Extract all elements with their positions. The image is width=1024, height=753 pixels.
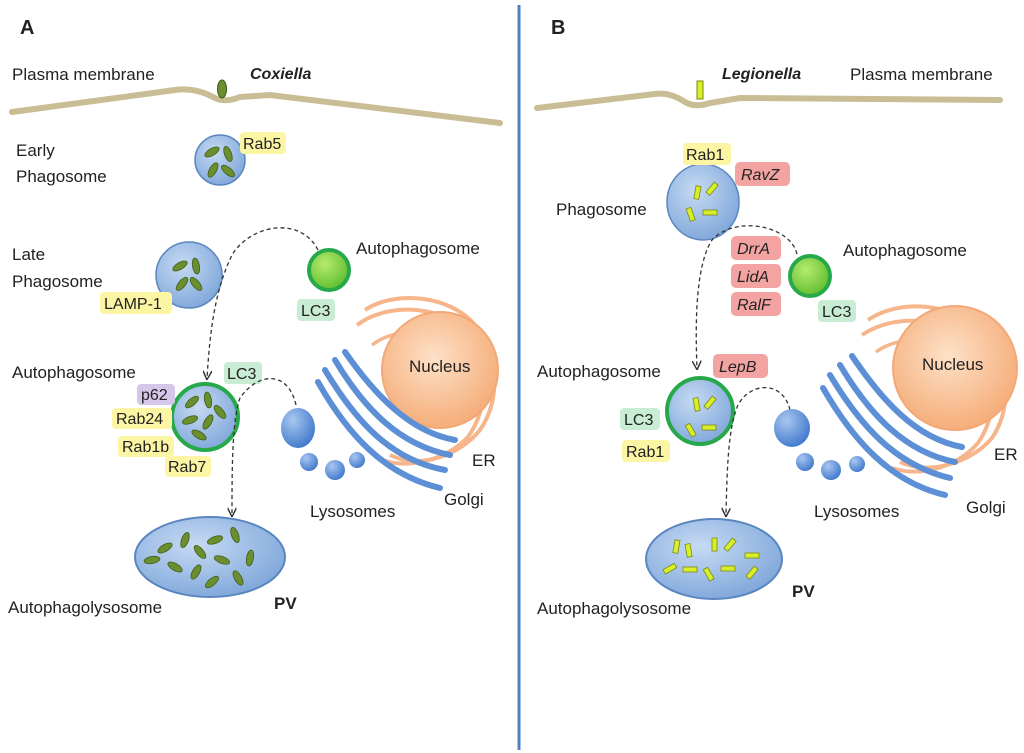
panel-b-rab1-tag <box>622 440 670 462</box>
panel-a-free-autophagosome <box>307 248 351 292</box>
panel-a-golgi <box>315 349 458 491</box>
panel-a-pv-label: PV <box>274 594 297 613</box>
panel-b-nucleus-er <box>860 304 1018 474</box>
panel-a-lamp1-label: LAMP-1 <box>104 296 162 313</box>
panel-a-rab24-label: Rab24 <box>116 411 163 428</box>
panel-b-golgi-label: Golgi <box>966 498 1006 517</box>
panel-a-rab5-tag <box>240 132 286 154</box>
panel-a-late-label-2: Phagosome <box>12 272 103 291</box>
panel-a-rab24-tag <box>112 408 172 429</box>
panel-b-lc3-label: LC3 <box>624 412 653 429</box>
panel-a-entering-coxiella <box>217 79 227 99</box>
panel-a-lamp1-tag <box>100 292 172 314</box>
panel-b-autophagosome-bacteria <box>684 395 717 438</box>
panel-b-pv <box>645 518 783 600</box>
panel-b-lc3-free-label: LC3 <box>822 304 851 321</box>
panel-a: A Plasma membrane Coxiella Early Phagoso… <box>8 17 503 617</box>
panel-a-plasma-membrane-label: Plasma membrane <box>12 65 155 84</box>
panel-b-autophagosome-free-label: Autophagosome <box>843 241 967 260</box>
panel-a-golgi-label: Golgi <box>444 490 484 509</box>
panel-b-phagosome-bacteria <box>685 181 719 222</box>
panel-b-phagosome-label: Phagosome <box>556 200 647 219</box>
panel-a-lc3-label: LC3 <box>227 366 256 383</box>
panel-b-pv-bacteria <box>662 537 760 582</box>
panel-b-drra-label: DrrA <box>737 241 770 258</box>
panel-b-lysosomes <box>774 409 865 480</box>
panel-b-lepb-label: LepB <box>719 359 757 376</box>
panel-b-lida-label: LidA <box>737 269 769 286</box>
panel-a-early-label-1: Early <box>16 141 55 160</box>
panel-a-early-phagosome <box>194 134 246 186</box>
panel-a-lysosomes <box>281 408 365 480</box>
panel-b-golgi <box>820 353 965 498</box>
panel-b-ralf-label: RalF <box>737 297 772 314</box>
panel-a-rab7-tag <box>165 456 211 477</box>
panel-a-fusion-arrow <box>207 227 319 378</box>
panel-b: B Legionella Plasma membrane Phagosome R… <box>534 17 1018 618</box>
panel-a-lysosomes-label: Lysosomes <box>310 502 395 521</box>
panel-b-er-label: ER <box>994 445 1018 464</box>
panel-a-pv-bacteria <box>143 526 255 589</box>
panel-a-late-label-1: Late <box>12 245 45 264</box>
panel-b-ravz-label: RavZ <box>741 167 780 184</box>
panel-a-letter: A <box>20 17 34 39</box>
panel-a-autophagolysosome-label: Autophagolysosome <box>8 598 162 617</box>
panel-b-ravz-tag <box>735 162 790 186</box>
panel-a-late-phagosome <box>155 241 223 309</box>
panel-a-bacterium-label: Coxiella <box>250 66 311 83</box>
panel-a-nucleus-er <box>355 296 499 466</box>
panel-a-p62-tag <box>137 384 175 405</box>
panel-a-early-bacteria <box>204 145 235 178</box>
panel-a-early-label-2: Phagosome <box>16 167 107 186</box>
panel-b-drra-tag <box>731 236 781 260</box>
panel-b-lysosome-arrow <box>726 386 791 515</box>
panel-a-rab1b-tag <box>118 436 174 457</box>
panel-a-rab7-label: Rab7 <box>168 459 206 476</box>
panel-a-rab1b-label: Rab1b <box>122 439 169 456</box>
panel-a-lc3-tag <box>224 362 262 384</box>
panel-a-plasma-membrane <box>9 86 503 126</box>
panel-a-nucleus-label: Nucleus <box>409 357 470 376</box>
panel-b-entering-legionella <box>696 80 704 100</box>
panel-b-lida-tag <box>731 264 781 288</box>
panel-b-autophagolysosome-label: Autophagolysosome <box>537 599 691 618</box>
panel-b-plasma-membrane <box>534 90 1003 111</box>
panel-b-letter: B <box>551 17 565 39</box>
panel-b-nucleus-label: Nucleus <box>922 355 983 374</box>
panel-a-autophagosome-bacteria <box>181 391 227 441</box>
panel-b-pv-label: PV <box>792 582 815 601</box>
panel-b-lc3-free-tag <box>818 300 856 322</box>
panel-b-lysosomes-label: Lysosomes <box>814 502 899 521</box>
panel-b-bacterium-label: Legionella <box>722 66 801 83</box>
panel-a-late-bacteria <box>172 257 203 291</box>
panel-a-lysosome-arrow <box>232 377 297 515</box>
panel-b-rab1-label: Rab1 <box>626 444 664 461</box>
panel-a-p62-label: p62 <box>141 387 168 404</box>
panel-b-rab1-top-tag <box>683 143 731 165</box>
panel-b-lc3-tag <box>620 408 660 430</box>
panel-b-autophagosome-label: Autophagosome <box>537 362 661 381</box>
panel-a-autophagosome-free-label: Autophagosome <box>356 239 480 258</box>
panel-a-lc3-free-tag <box>297 299 335 321</box>
panel-b-free-autophagosome <box>788 254 832 298</box>
panel-a-er-label: ER <box>472 451 496 470</box>
panel-b-rab1-top-label: Rab1 <box>686 147 724 164</box>
panel-a-autophagosome-label: Autophagosome <box>12 363 136 382</box>
panel-b-lepb-tag <box>713 354 768 378</box>
panel-a-lc3-free-label: LC3 <box>301 303 330 320</box>
panel-a-pv <box>134 516 286 598</box>
panel-b-autophagosome <box>665 376 735 446</box>
panel-b-phagosome <box>666 163 740 241</box>
panel-b-plasma-membrane-label: Plasma membrane <box>850 65 993 84</box>
panel-b-ralf-tag <box>731 292 781 316</box>
panel-a-rab5-label: Rab5 <box>243 136 281 153</box>
panel-b-fusion-arrow <box>696 225 798 368</box>
